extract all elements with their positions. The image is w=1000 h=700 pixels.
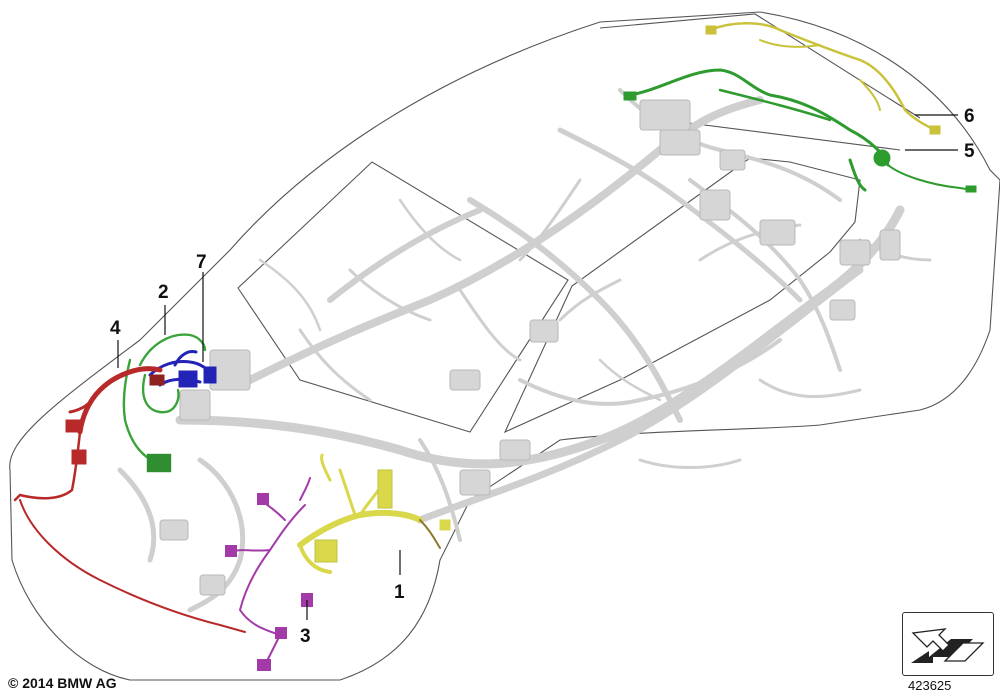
arrow-view-icon xyxy=(911,628,985,663)
diagram-part-number: 423625 xyxy=(908,678,952,693)
callout-6: 6 xyxy=(964,106,975,127)
view-direction-box xyxy=(902,612,994,676)
harness-5 xyxy=(623,68,977,193)
callout-4: 4 xyxy=(110,318,121,339)
harness-4 xyxy=(13,366,246,633)
callout-7: 7 xyxy=(196,252,207,273)
copyright-text: © 2014 BMW AG xyxy=(8,675,117,691)
base-connectors xyxy=(159,99,901,596)
callout-3: 3 xyxy=(300,626,311,647)
car-outline xyxy=(9,11,1000,681)
harness-6 xyxy=(705,22,941,135)
callout-5: 5 xyxy=(964,141,975,162)
base-harness-network xyxy=(117,88,932,613)
callout-labels: 1 2 3 4 5 6 7 xyxy=(110,106,975,647)
callout-1: 1 xyxy=(394,582,405,603)
harness-1 xyxy=(297,453,451,574)
harness-2 xyxy=(122,333,207,473)
harness-3 xyxy=(225,477,313,671)
callout-2: 2 xyxy=(158,282,169,303)
callout-leaders xyxy=(117,114,958,620)
